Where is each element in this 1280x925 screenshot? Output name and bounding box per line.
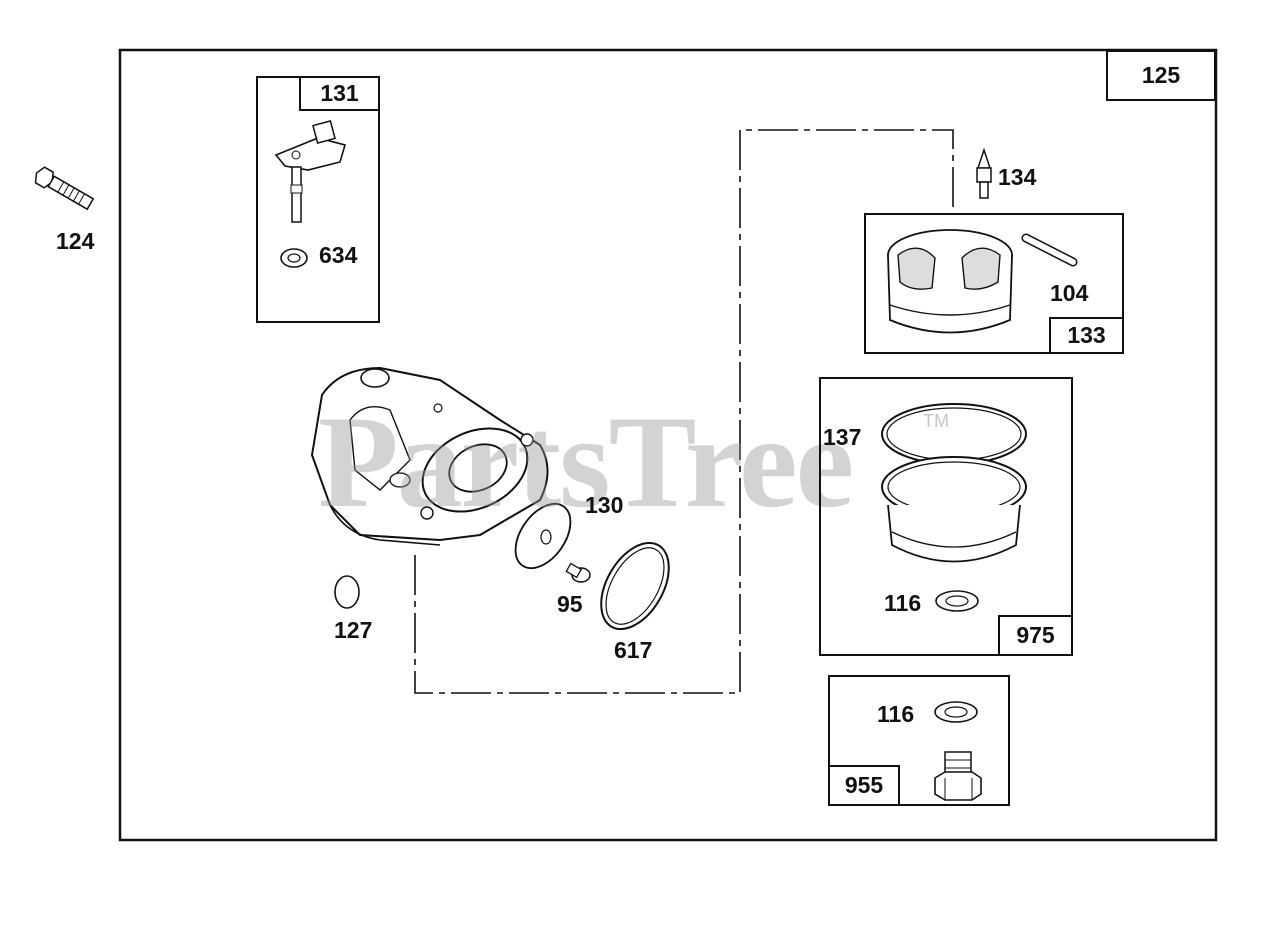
bowl-nut-icon — [934, 751, 982, 801]
kit-131-frame — [256, 76, 380, 323]
part-124-label[interactable]: 124 — [56, 228, 95, 254]
part-104-label[interactable]: 104 — [1050, 280, 1089, 306]
kit-975-frame — [819, 377, 1073, 656]
kit-975-number[interactable]: 975 — [998, 615, 1073, 656]
part-95-label[interactable]: 95 — [557, 591, 583, 617]
o-ring-icon — [600, 541, 670, 631]
assembly-number-box[interactable]: 125 — [1106, 50, 1216, 101]
kit-955-number[interactable]: 955 — [828, 765, 900, 806]
part-617-label[interactable]: 617 — [614, 637, 653, 663]
part-116-bowl-label[interactable]: 116 — [884, 590, 922, 616]
welch-plug-icon — [334, 575, 360, 609]
part-127-label[interactable]: 127 — [334, 617, 373, 643]
trademark-mark: TM — [923, 411, 949, 431]
leader-line — [414, 129, 954, 694]
part-137-label[interactable]: 137 — [823, 424, 862, 450]
part-134-label[interactable]: 134 — [998, 164, 1037, 190]
part-116-nut-label[interactable]: 116 — [877, 701, 915, 727]
float-pin-icon — [1021, 233, 1078, 267]
part-130-label[interactable]: 130 — [585, 492, 624, 518]
bolt-icon — [34, 166, 95, 211]
assembly-frame — [118, 48, 1218, 842]
part-634-label[interactable]: 634 — [319, 242, 358, 268]
washer-icon — [280, 248, 308, 268]
float-icon — [887, 229, 1013, 334]
screw-icon — [565, 562, 591, 583]
kit-131-number[interactable]: 131 — [299, 76, 380, 111]
inlet-needle-icon — [976, 147, 992, 199]
watermark: PartsTree — [318, 388, 854, 535]
nut-washer-icon — [934, 701, 978, 723]
kit-955-frame — [828, 675, 1010, 806]
plug-disc-icon — [514, 503, 572, 569]
carburetor-body-icon — [310, 366, 549, 546]
float-bowl-icon — [881, 403, 1027, 563]
kit-133-number[interactable]: 133 — [1049, 317, 1124, 354]
throttle-shaft-icon — [274, 120, 347, 223]
bowl-washer-icon — [935, 590, 979, 612]
kit-133-frame — [864, 213, 1124, 354]
